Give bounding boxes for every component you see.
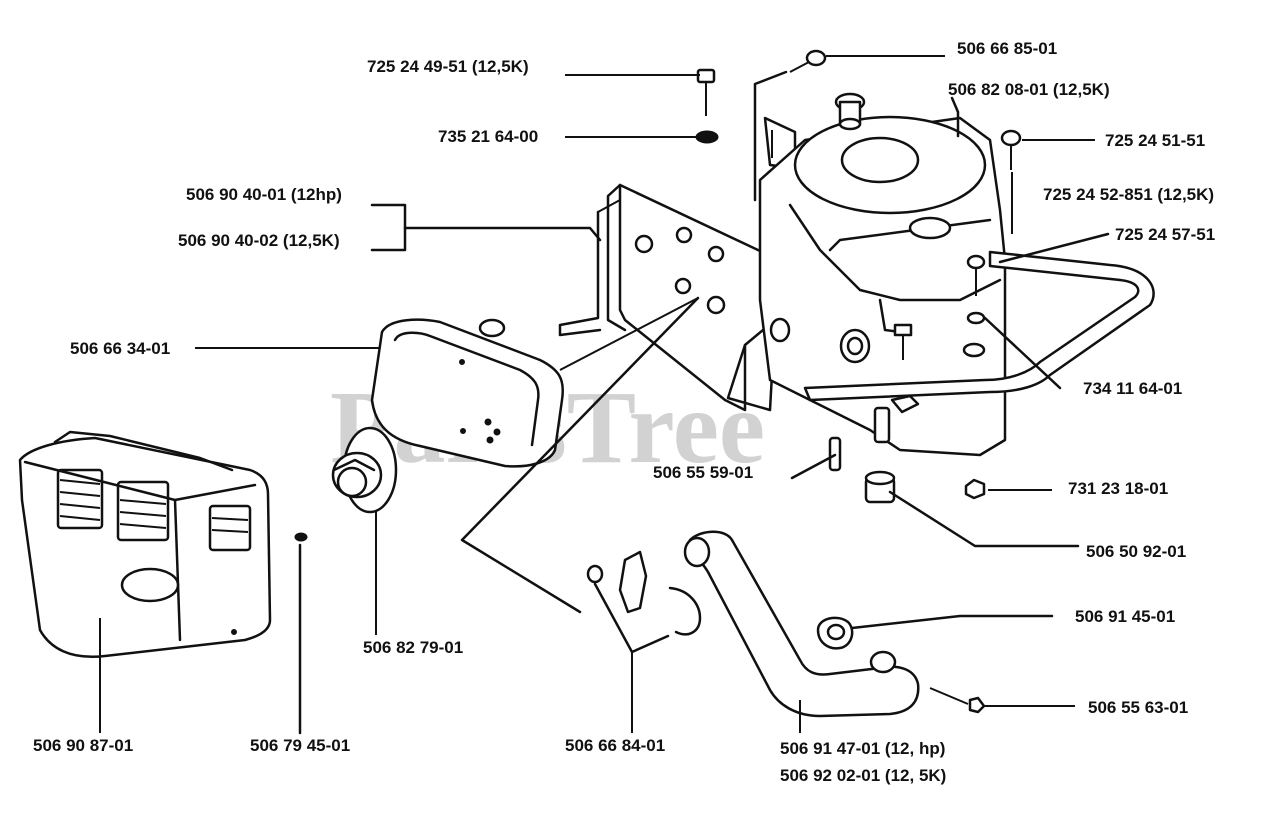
callout-506-66-34-01: 506 66 34-01 xyxy=(70,339,170,358)
bolt-upper xyxy=(789,49,827,73)
washer-right xyxy=(962,342,986,358)
leader-lines xyxy=(99,55,1110,735)
exhaust-gasket xyxy=(816,616,854,650)
callout-506-92-02-01: 506 92 02-01 (12, 5K) xyxy=(780,766,946,785)
callout-506-82-79-01: 506 82 79-01 xyxy=(363,638,463,657)
callout-731-23-18-01: 731 23 18-01 xyxy=(1068,479,1168,498)
stud-pin xyxy=(873,394,920,444)
pipe-clamp xyxy=(586,550,702,636)
callout-506-90-40-01: 506 90 40-01 (12hp) xyxy=(186,185,342,204)
callout-506-66-84-01: 506 66 84-01 xyxy=(565,736,665,755)
callout-506-90-40-02: 506 90 40-02 (12,5K) xyxy=(178,231,340,250)
callout-734-11-64-01: 734 11 64-01 xyxy=(1083,379,1182,398)
callout-725-24-51-51: 725 24 51-51 xyxy=(1105,131,1205,150)
callout-506-66-85-01: 506 66 85-01 xyxy=(957,39,1057,58)
screw-guard xyxy=(294,532,308,542)
callout-506-79-45-01: 506 79 45-01 xyxy=(250,736,350,755)
bolt-top xyxy=(696,68,716,116)
callout-725-24-52-851: 725 24 52-851 (12,5K) xyxy=(1043,185,1214,204)
plane-link xyxy=(559,297,699,371)
callout-506-90-87-01: 506 90 87-01 xyxy=(33,736,133,755)
washer-top xyxy=(695,130,719,144)
exhaust-pipe xyxy=(683,530,920,718)
callout-735-21-64-00: 735 21 64-00 xyxy=(438,127,538,146)
bolt-right-1 xyxy=(1000,129,1022,170)
oil-fill-cap xyxy=(834,92,866,131)
callout-506-55-59-01: 506 55 59-01 xyxy=(653,463,753,482)
callout-506-50-92-01: 506 50 92-01 xyxy=(1086,542,1186,561)
callout-506-91-45-01: 506 91 45-01 xyxy=(1075,607,1175,626)
frame-bar xyxy=(803,250,1155,402)
muffler-guard xyxy=(18,430,272,659)
spacer-bushing xyxy=(864,470,896,504)
spark-arrestor xyxy=(331,426,398,514)
engine xyxy=(758,115,1007,457)
callout-506-82-08-01: 506 82 08-01 (12,5K) xyxy=(948,80,1110,99)
lock-washer xyxy=(966,311,986,325)
bolt-right-2 xyxy=(966,254,986,296)
callout-725-24-57-51: 725 24 57-51 xyxy=(1115,225,1215,244)
callout-506-91-47-01: 506 91 47-01 (12, hp) xyxy=(780,739,945,758)
nut-right xyxy=(964,478,986,500)
callout-725-24-49-51: 725 24 49-51 (12,5K) xyxy=(367,57,529,76)
exhaust-plane-outline xyxy=(460,296,700,614)
muffler xyxy=(370,318,564,468)
callout-506-55-63-01: 506 55 63-01 xyxy=(1088,698,1188,717)
flange-nut xyxy=(869,650,897,674)
bolt-exhaust xyxy=(929,687,986,714)
